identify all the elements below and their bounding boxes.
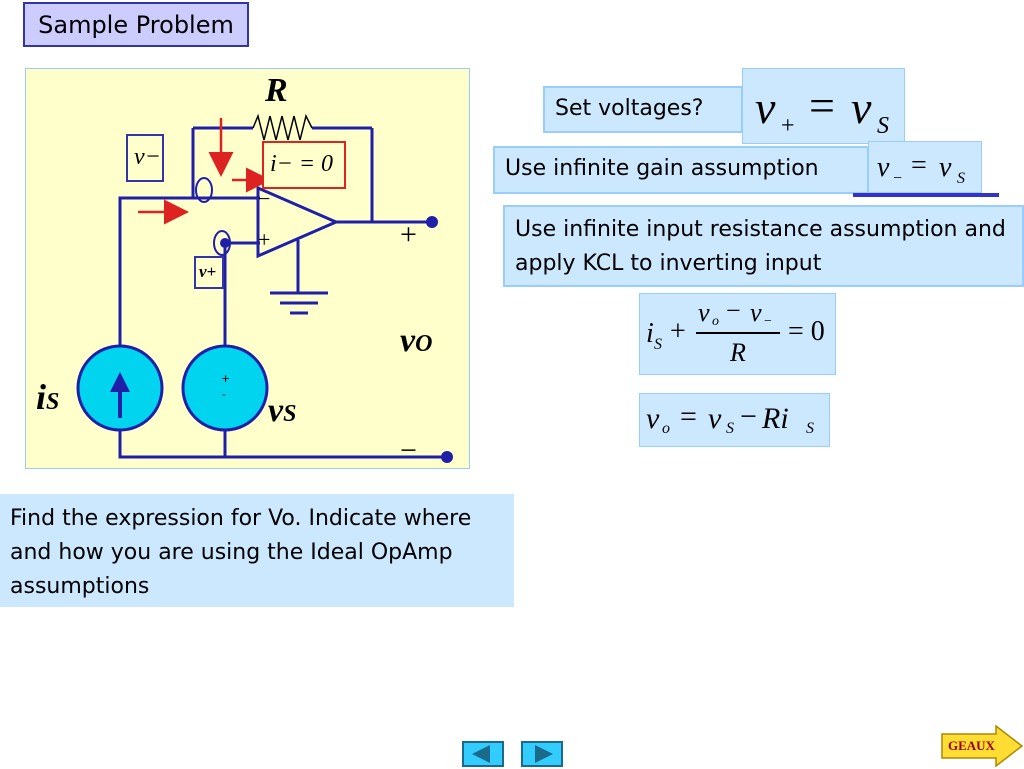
plus-node	[220, 238, 230, 248]
eq-kcl: i S + v o − v − R = 0	[639, 293, 836, 375]
prev-slide-button[interactable]	[462, 741, 504, 767]
output-terminal-plus	[426, 216, 438, 228]
set-voltages-note: Set voltages?	[543, 86, 743, 133]
i-minus-label: i− = 0	[270, 151, 334, 177]
geaux-arrow-icon	[941, 724, 1024, 768]
infinite-resistance-note: Use infinite input resistance assumption…	[503, 205, 1024, 287]
output-minus-sign: −	[400, 434, 417, 467]
geaux-button[interactable]: GEAUX	[940, 724, 1024, 768]
eq-final: v o = v S − Ri S	[639, 393, 830, 447]
eq-v-minus-equals-vs: v − = v S	[868, 141, 982, 193]
left-arrow-icon	[472, 745, 490, 763]
v-plus-label-box: v+	[194, 256, 224, 289]
problem-statement: Find the expression for Vo. Indicate whe…	[0, 494, 514, 607]
slide-title: Sample Problem	[23, 2, 249, 47]
output-terminal-minus	[441, 451, 453, 463]
v-plus-label: v+	[199, 262, 217, 281]
i-minus-label-box: i− = 0	[262, 141, 346, 189]
next-slide-button[interactable]	[521, 741, 563, 767]
output-plus-sign: +	[400, 218, 417, 251]
resistor-label: R	[265, 72, 288, 109]
v-plus-node-marker	[213, 230, 231, 256]
vs-label: vS	[268, 392, 297, 429]
geaux-label: GEAUX	[948, 738, 995, 753]
vo-label: vO	[400, 322, 433, 359]
infinite-gain-note: Use infinite gain assumption	[493, 146, 869, 194]
opamp-minus-sign: −	[258, 186, 271, 211]
vs-source-minus: -	[222, 388, 226, 401]
opamp-triangle	[256, 185, 340, 259]
gain-underline	[853, 193, 999, 197]
is-label: iS	[36, 377, 60, 417]
eq-v-plus-equals-vs: v + = v S	[742, 68, 905, 144]
v-minus-label-box: v−	[126, 134, 164, 182]
vs-source-plus: +	[221, 372, 231, 385]
resistor	[252, 113, 313, 141]
v-minus-node-marker	[195, 177, 213, 203]
right-arrow-icon	[535, 745, 553, 763]
opamp-plus-sign: +	[258, 227, 271, 252]
v-minus-label: v−	[134, 144, 161, 170]
voltage-source	[181, 344, 269, 432]
